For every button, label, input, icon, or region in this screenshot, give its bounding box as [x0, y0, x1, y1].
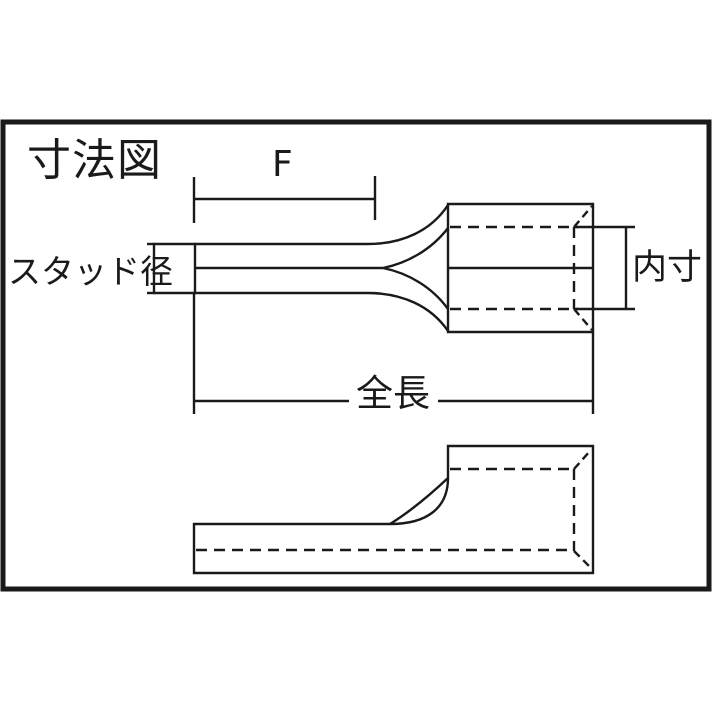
inner-size-label: 内寸 — [632, 248, 703, 288]
hidden-chamfer-bottom — [574, 309, 592, 330]
overall-length-label: 全長 — [356, 372, 430, 415]
inner-size-dimension-lines — [574, 227, 635, 309]
hidden-chamfer-top — [574, 451, 590, 469]
drawing-frame-border — [3, 122, 709, 589]
side-view-drawing — [194, 446, 593, 573]
top-view-drawing — [147, 204, 593, 332]
side-outline — [194, 446, 593, 573]
drawing-title: 寸法図 — [27, 135, 162, 186]
overall-length-dimension-lines — [194, 293, 593, 414]
hidden-chamfer-bottom — [574, 551, 590, 567]
barrel-mouth-edge — [390, 478, 448, 524]
f-dimension-label: F — [272, 144, 293, 185]
f-dimension-lines — [194, 176, 375, 223]
barrel-outline — [448, 204, 593, 332]
stud-diameter-label: スタッド径 — [8, 252, 173, 291]
pin-shank-outline — [195, 205, 448, 331]
hidden-chamfer-top — [574, 206, 592, 227]
